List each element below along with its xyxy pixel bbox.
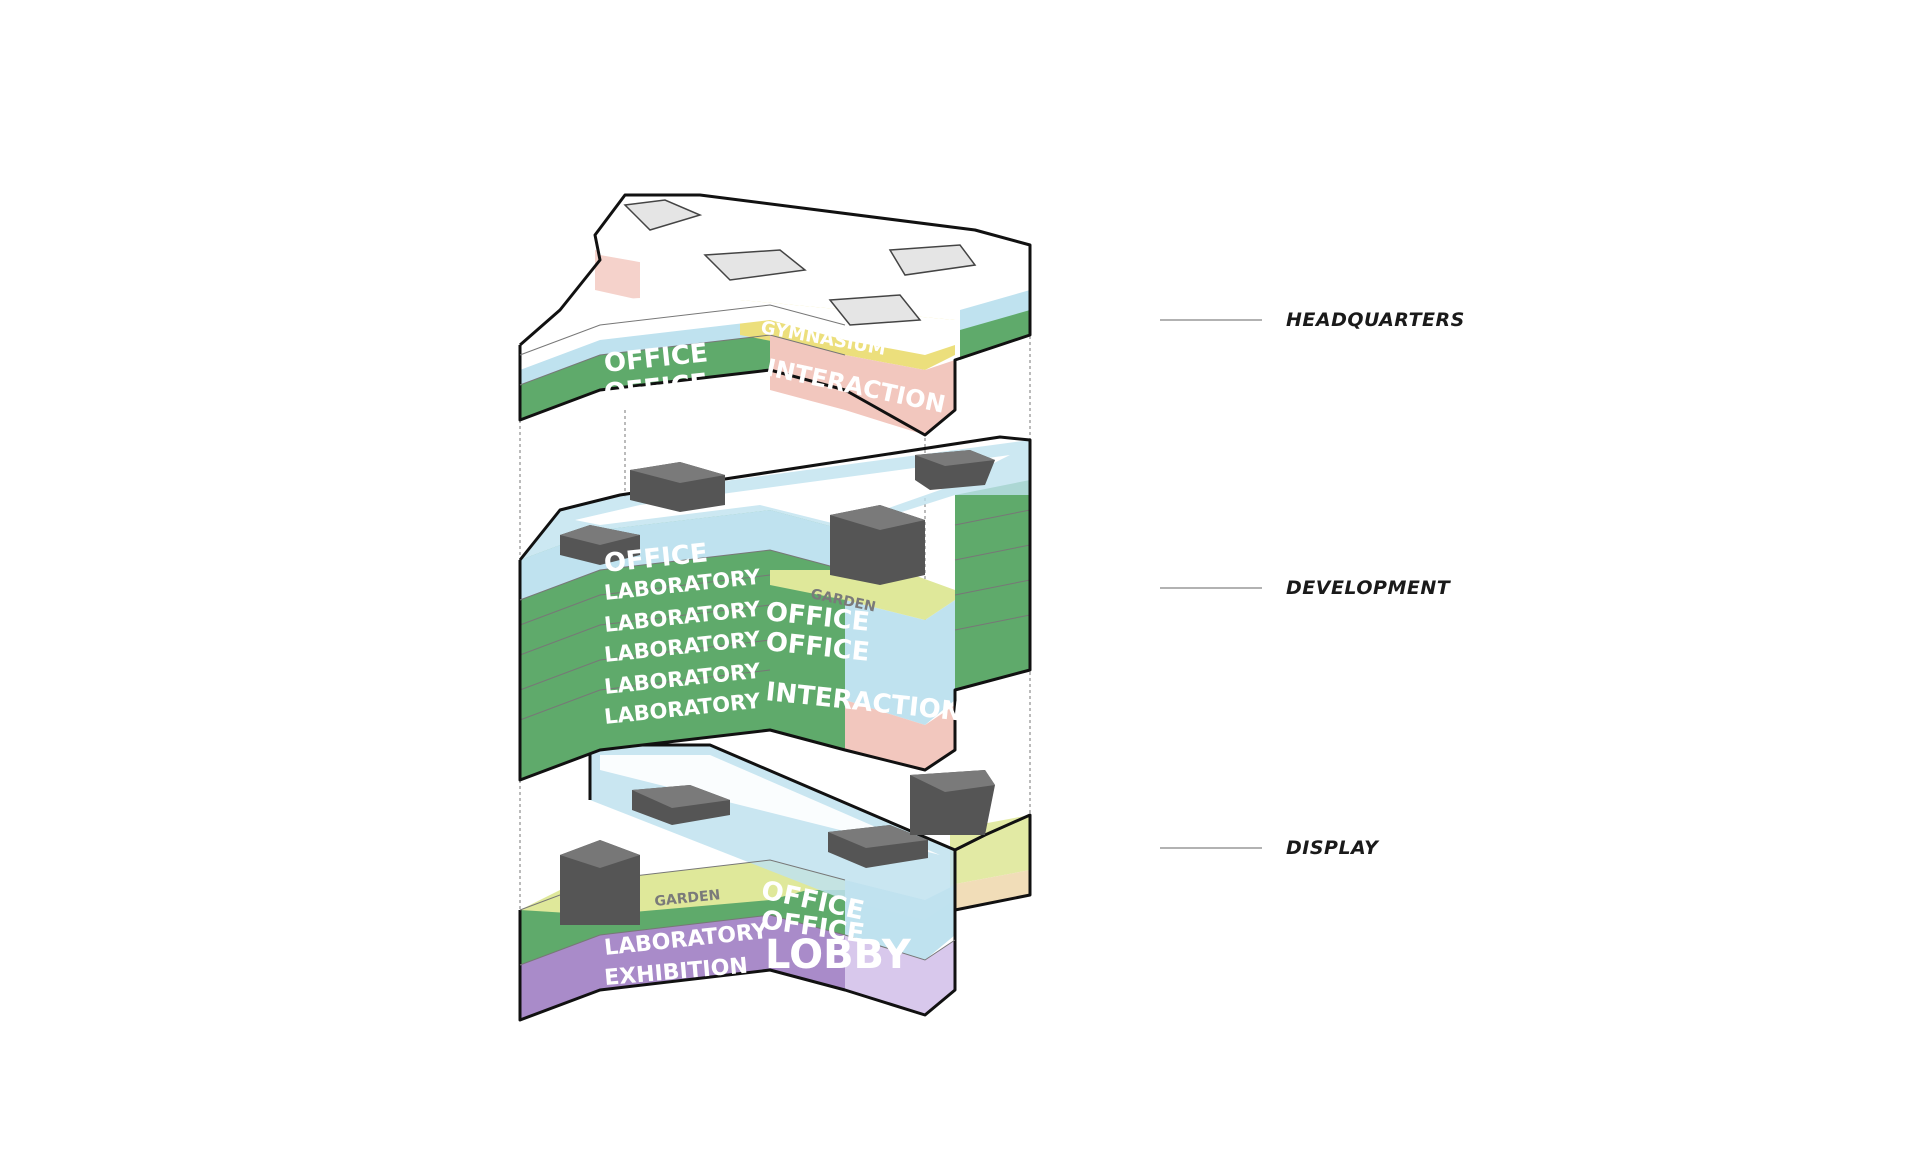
display-program-lobby: LOBBY (765, 932, 912, 978)
display-program-garden: GARDEN (654, 887, 721, 910)
headquarters-block: GYMNASIUM OFFICE OFFICE INTERACTION (518, 190, 1032, 437)
display-block: OFFICE OFFICE GARDEN LABORATORY EXHIBITI… (518, 743, 1032, 1022)
zone-label-display: DISPLAY (1286, 837, 1380, 859)
zone-label-development: DEVELOPMENT (1286, 577, 1452, 599)
zone-label-headquarters: HEADQUARTERS (1286, 309, 1465, 331)
zone-legend: HEADQUARTERS DEVELOPMENT DISPLAY (1160, 309, 1465, 859)
development-block: OFFICE LABORATORY GARDEN LABORATORY OFFI… (518, 435, 1032, 782)
